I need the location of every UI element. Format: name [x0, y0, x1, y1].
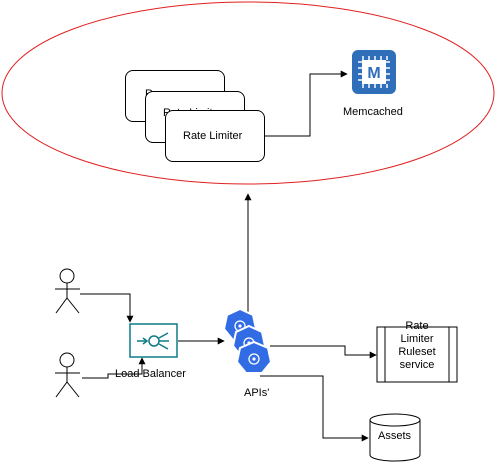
load-balancer-label: Load Balancer [115, 368, 186, 380]
rate-limiter-box: Rate Limiter [165, 110, 265, 162]
assets-database-icon [369, 413, 421, 462]
ruleset-label-line-2: Limiter [400, 333, 434, 345]
apis-label: APIs' [244, 387, 270, 399]
edge-user2-to-load-balancer [82, 357, 146, 379]
ruleset-label-line-1: Rate [405, 320, 429, 332]
rate-limiter-label: Rate Limiter [183, 130, 243, 142]
assets-label: Assets [378, 430, 412, 442]
ruleset-service-label: Rate Limiter Ruleset service [385, 320, 449, 372]
api-instances-icon [222, 307, 273, 374]
edge-apis-to-assets [260, 375, 369, 442]
ruleset-label-line-3: Ruleset [398, 346, 436, 358]
memcached-icon-letter: M [367, 65, 380, 82]
rate-limiter-boundary-ellipse [1, 1, 495, 185]
ruleset-service-shape [376, 326, 458, 383]
edge-rate-limiter-to-memcached [264, 70, 348, 137]
user-figure-2 [55, 352, 80, 398]
user-figure-1 [55, 268, 80, 314]
kubernetes-icon [235, 340, 273, 374]
ruleset-label-line-4: service [399, 359, 435, 371]
memcached-icon: M [352, 50, 396, 94]
load-balancer-icon [129, 323, 178, 358]
edge-user1-to-load-balancer [80, 293, 134, 323]
memcached-label: Memcached [343, 106, 403, 118]
edge-apis-to-ruleset-service [270, 345, 377, 359]
